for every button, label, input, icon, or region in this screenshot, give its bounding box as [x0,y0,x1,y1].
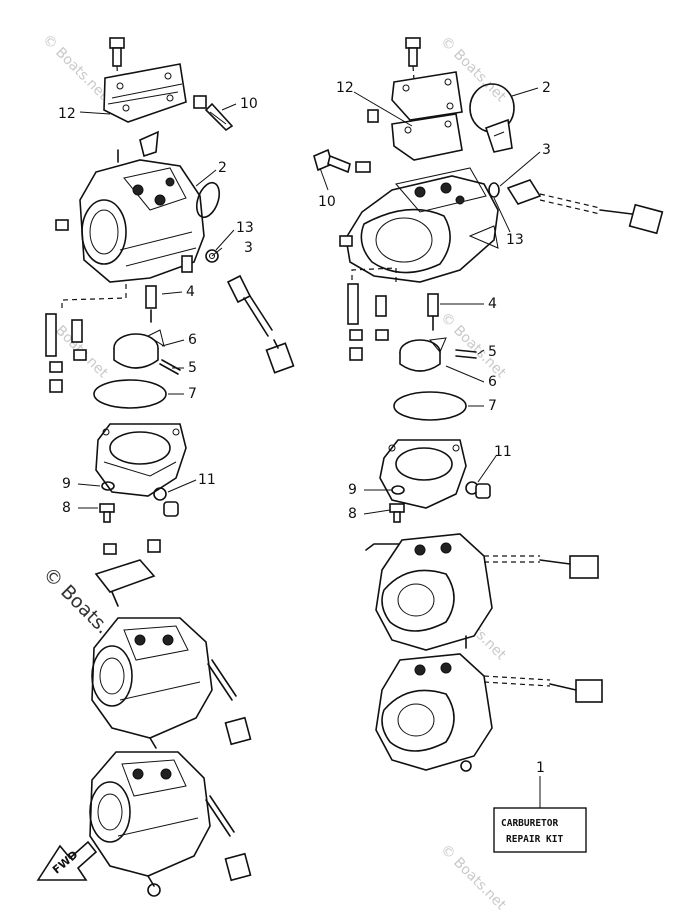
callout-2: 2 [542,80,551,96]
callout-7: 7 [488,398,497,414]
drain-plug [465,481,491,499]
carburetor-assembly-lower [375,653,603,772]
needle [117,130,159,163]
float-pin [455,349,477,359]
drain-plug [153,487,179,517]
callout-11: 11 [198,472,216,488]
callout-9: 9 [62,476,71,492]
adjust-screw [313,148,371,174]
carburetor-assembly-upper [91,617,252,749]
callout-12: 12 [336,80,354,96]
callout-10: 10 [240,96,258,112]
callout-4: 4 [186,284,195,300]
callout-13: 13 [506,232,524,248]
watermark: © Boats.net [39,32,111,104]
needle [484,118,513,153]
throttle-linkage [94,539,161,607]
adjust-screw [193,95,234,132]
callout-2: 2 [218,160,227,176]
callout-4: 4 [488,296,497,312]
callout-8: 8 [62,500,71,516]
callout-13: 13 [236,220,254,236]
carburetor-assembly-upper [365,533,599,651]
callout-3: 3 [542,142,551,158]
callout-8: 8 [348,506,357,522]
o-ring [93,379,167,409]
diaphragm [391,113,463,161]
leader-line [351,267,397,282]
washer [205,249,219,263]
o-ring [393,391,467,421]
callout-leaders-left [77,103,237,509]
float-chamber [379,439,467,509]
carb-body [55,159,205,283]
float-pin [159,359,181,375]
kit-label-line1: CARBURETOR [501,818,558,829]
callout-numbers-left: 12 10 2 13 3 4 6 5 7 9 8 11 [58,96,258,516]
throttle-sensor [488,179,664,235]
callout-10: 10 [318,194,336,210]
leader-line [61,284,127,312]
callout-5: 5 [188,360,197,376]
top-screw [405,37,421,81]
callout-numbers-right: 12 2 3 10 13 4 5 6 7 11 9 8 1 [318,80,551,776]
left-assembly: FWD 12 10 2 13 3 4 6 5 7 [36,37,295,897]
callout-9: 9 [348,482,357,498]
carb-body [339,167,499,283]
right-assembly: CARBURETOR REPAIR KIT 12 2 3 10 13 4 [313,37,664,853]
callout-6: 6 [488,374,497,390]
callout-6: 6 [188,332,197,348]
needle-jet [145,285,157,323]
carburetor-assembly-lower [89,751,252,897]
float [399,337,447,372]
callout-5: 5 [488,344,497,360]
forward-arrow-icon: FWD [36,840,98,881]
callout-12: 12 [58,106,76,122]
diaphragm-cover [391,71,463,121]
jet-column [45,313,87,393]
kit-label-line2: REPAIR KIT [506,834,563,845]
small-screw [367,109,379,123]
callout-leaders-right [319,87,541,515]
callout-1: 1 [536,760,545,776]
callout-11: 11 [494,444,512,460]
callout-3: 3 [244,240,253,256]
callout-7: 7 [188,386,197,402]
diaphragm-cover [103,63,187,123]
float-chamber [95,423,187,497]
drain-screw [389,503,405,523]
float [113,329,165,369]
watermark: © Boats.net [437,310,509,382]
o-ring-small [195,181,221,219]
repair-kit-box: CARBURETOR REPAIR KIT [493,776,587,853]
needle-jet [427,293,439,331]
throttle-sensor [226,274,295,374]
drain-screw [99,503,115,523]
jet-column [347,283,389,361]
drain-washer [101,481,115,491]
